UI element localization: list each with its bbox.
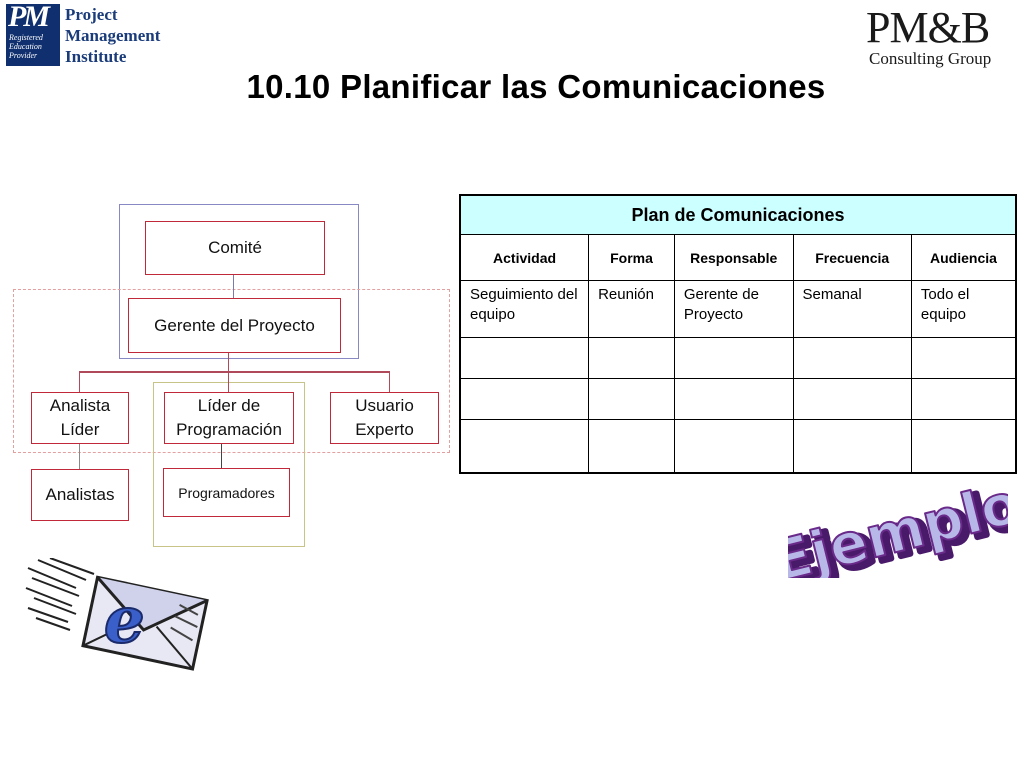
pmi-mark-icon: PM Registered Education Provider (6, 4, 60, 66)
table-row: Seguimiento del equipo Reunión Gerente d… (459, 280, 1017, 338)
connector-line (233, 275, 234, 298)
pmi-word: Project (65, 5, 118, 24)
table-cell: Gerente de Proyecto (673, 280, 794, 338)
pmi-mark-line: Education (9, 42, 42, 51)
table-cell (459, 419, 590, 474)
table-cell (459, 337, 590, 379)
column-header: Forma (588, 234, 675, 281)
connector-line (228, 353, 229, 371)
connector-line (228, 371, 229, 392)
column-header: Frecuencia (792, 234, 912, 281)
page-title: 10.10 Planificar las Comunicaciones (246, 68, 826, 105)
table-row (459, 419, 1017, 474)
table-cell (910, 337, 1017, 379)
table-row (459, 337, 1017, 379)
connector-line (221, 444, 222, 468)
connector-line (389, 371, 390, 392)
pmi-mark-line: Registered (9, 33, 43, 42)
table-cell (673, 378, 794, 420)
group-outline-middle (13, 289, 450, 453)
org-box-analistas: Analistas (31, 469, 129, 521)
email-e-letter: e (104, 583, 145, 658)
pmi-word: Management (65, 26, 161, 45)
org-box-analista-lider: Analista Líder (31, 392, 129, 444)
org-box-lider-programacion: Líder de Programación (164, 392, 294, 444)
table-title: Plan de Comunicaciones (459, 194, 1017, 235)
table-cell: Reunión (588, 280, 675, 338)
pmb-name: PM&B (866, 3, 990, 52)
group-outline-top (119, 204, 359, 359)
table-cell: Todo el equipo (910, 280, 1017, 338)
org-box-usuario-experto: Usuario Experto (330, 392, 439, 444)
table-cell (588, 378, 675, 420)
table-cell (792, 337, 912, 379)
connector-line (79, 371, 80, 392)
table-cell (792, 378, 912, 420)
org-box-programadores: Programadores (163, 468, 290, 517)
org-box-comite: Comité (145, 221, 325, 275)
table-cell (459, 378, 590, 420)
connector-line (79, 371, 390, 373)
connector-line (79, 444, 80, 469)
communications-plan-table: Plan de Comunicaciones Actividad Forma R… (459, 194, 1017, 474)
pmb-subtitle: Consulting Group (869, 49, 992, 68)
column-header: Responsable (673, 234, 794, 281)
table-cell (910, 419, 1017, 474)
table-cell (673, 419, 794, 474)
pmi-mark-line: Provider (9, 51, 38, 60)
table-row (459, 378, 1017, 420)
pmi-logo: PM Registered Education Provider Project… (6, 4, 160, 68)
ejemplo-text: Ejemplo (788, 478, 1008, 578)
table-cell: Semanal (792, 280, 912, 338)
group-outline-programming (153, 382, 305, 547)
table-cell: Seguimiento del equipo (459, 280, 590, 338)
table-cell (588, 419, 675, 474)
table-cell (588, 337, 675, 379)
org-box-gerente-proyecto: Gerente del Proyecto (128, 298, 341, 353)
pmi-word: Institute (65, 47, 127, 66)
email-envelope-icon: e (25, 558, 209, 671)
pmb-logo: PM&B Consulting Group (866, 6, 1016, 72)
table-cell (910, 378, 1017, 420)
column-header: Audiencia (910, 234, 1017, 281)
pmi-mark-letters: PM (8, 4, 50, 33)
table-cell (673, 337, 794, 379)
ejemplo-wordart: Ejemplo Ejemplo (788, 478, 1008, 578)
table-cell (792, 419, 912, 474)
column-header: Actividad (459, 234, 590, 281)
